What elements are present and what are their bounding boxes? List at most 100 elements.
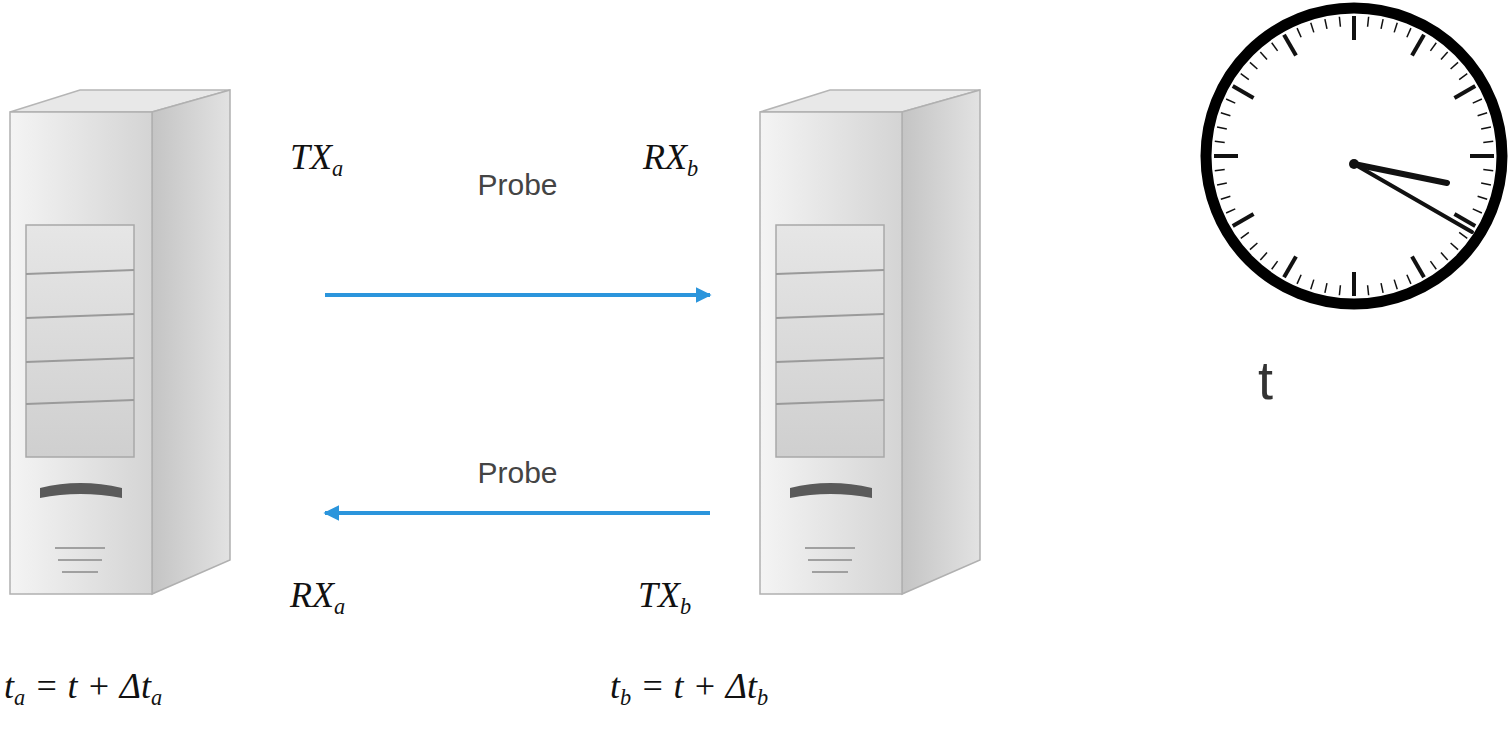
drive-bay [26,358,134,362]
clock-tick [1473,209,1482,213]
clock-tick [1430,261,1436,269]
clock-tick [1217,183,1227,185]
clock-tick [1297,275,1301,284]
server-front [10,112,152,594]
clock-tick [1459,74,1467,80]
clock-tick [1250,243,1257,250]
probe-arrow [325,511,710,515]
clock-tick [1478,196,1488,199]
server-node: tb = t + Δtb [715,85,1015,735]
clock-tick [1483,170,1493,171]
clock-tick [1241,232,1249,238]
server-icon [760,90,980,594]
time-label: t [1258,348,1273,413]
signal-label: RXa [290,574,345,617]
server-node: ta = t + Δta [0,85,320,735]
clock-tick [1407,275,1411,284]
clock-tick [1325,19,1327,29]
clock-tick [1430,43,1436,51]
vent [805,547,855,549]
clock-tick [1394,280,1397,290]
drive-bay [26,270,134,274]
clock-tick [1325,283,1327,293]
clock-tick [1226,99,1235,103]
clock-tick [1221,196,1231,199]
clock-tick [1284,256,1296,277]
clock-equation: ta = t + Δta [4,665,162,708]
drive-bay [26,400,134,404]
vent [808,559,852,561]
clock-tick [1483,141,1493,142]
edge-label: Probe [477,167,557,203]
clock-ticks [1214,16,1494,296]
clock-tick [1215,141,1225,142]
vent [62,571,98,573]
clock-tick [1473,99,1482,103]
clock-tick [1459,232,1467,238]
clock-tick [1481,183,1491,185]
server-front [760,112,902,594]
signal-label: RXb [643,136,698,179]
server-side [152,90,230,594]
clock-tick [1368,285,1369,295]
clock-tick [1215,170,1225,171]
drive-panel [26,225,134,457]
disk-slot [40,483,122,498]
clock-pivot [1349,159,1359,169]
clock-tick [1481,127,1491,129]
clock-tick [1454,86,1475,98]
server-icon [10,90,230,594]
vent [58,559,102,561]
clock-tick [1226,209,1235,213]
clock-tick [1352,16,1356,40]
drive-bay [776,358,884,362]
clock-tick [1451,62,1458,69]
clock-equation: tb = t + Δtb [610,665,768,708]
drive-bay [776,400,884,404]
clock-tick [1221,113,1231,116]
edge-label: Probe [477,455,557,491]
clock-tick [1407,28,1411,37]
clock-tick [1260,253,1267,260]
clock-tick [1478,113,1488,116]
clock-tick [1260,52,1267,59]
clock-tick [1339,17,1340,27]
vent [55,547,105,549]
drive-bay [26,314,134,318]
drive-panel [776,225,884,457]
clock-tick [1352,272,1356,296]
clock-tick [1241,74,1249,80]
clock-tick [1284,35,1296,56]
clock-tick [1368,17,1369,27]
clock-tick [1412,256,1424,277]
clock-tick [1272,261,1278,269]
clock-tick [1250,62,1257,69]
clock-tick [1214,154,1238,158]
signal-label: TXa [290,136,343,179]
clock-tick [1217,127,1227,129]
signal-label: TXb [638,574,691,617]
clock-tick [1381,19,1383,29]
clock-icon [1206,8,1502,304]
clock-tick [1339,285,1340,295]
clock-tick [1441,253,1448,260]
clock-tick [1470,154,1494,158]
clock-tick [1297,28,1301,37]
clock-tick [1233,86,1254,98]
disk-slot [790,483,872,498]
server-side [902,90,980,594]
probe-arrow [325,293,710,297]
clock-tick [1311,280,1314,290]
clock-tick [1381,283,1383,293]
clock-tick [1272,43,1278,51]
clock-face [1206,8,1502,304]
clock-tick [1311,23,1314,33]
clock-tick [1233,214,1254,226]
vent [812,571,848,573]
clock-tick [1451,243,1458,250]
drive-bay [776,270,884,274]
drive-bay [776,314,884,318]
